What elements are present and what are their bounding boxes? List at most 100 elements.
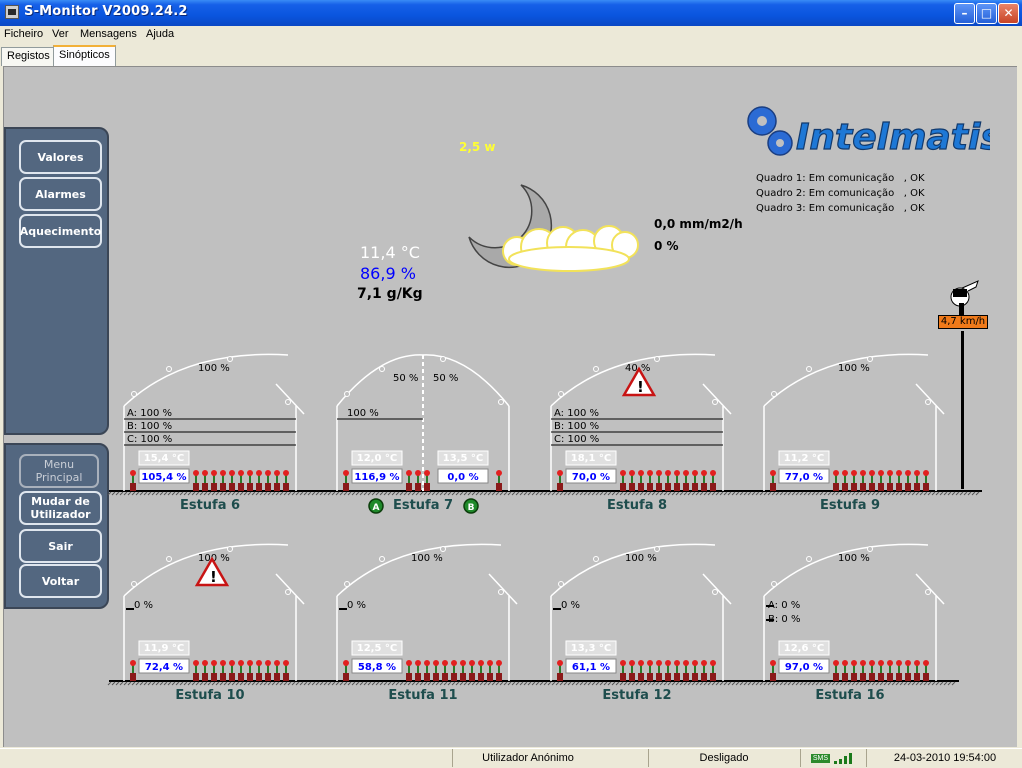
greenhouse-estufa-11[interactable]: 100 %0 %12,5 °C58,8 %Estufa 11: [336, 543, 518, 703]
ground-hatch: [271, 491, 276, 496]
roof-vent-flap: [702, 383, 732, 415]
ground-hatch: [371, 681, 376, 686]
ground-hatch: [359, 491, 364, 496]
ground-hatch: [531, 491, 536, 496]
sector-marker[interactable]: [368, 498, 384, 514]
alarm-icon[interactable]: [194, 556, 230, 587]
mudar-utilizador-button[interactable]: Mudar de Utilizador: [19, 491, 102, 525]
plant-flower: [620, 470, 626, 476]
ground-hatch: [119, 491, 124, 496]
plant-pot: [557, 483, 563, 491]
ground-hatch: [487, 491, 492, 496]
greenhouse-estufa-10[interactable]: 100 %!0 %11,9 °C72,4 %Estufa 10: [123, 543, 305, 703]
plant-pot: [629, 673, 635, 681]
ground-hatch: [231, 491, 236, 496]
alarm-mark: !: [637, 378, 644, 396]
menu-ficheiro[interactable]: Ficheiro: [4, 28, 44, 40]
ground-hatch: [175, 681, 180, 686]
sair-button[interactable]: Sair: [19, 529, 102, 563]
ground-hatch: [975, 491, 980, 496]
ground-hatch: [331, 491, 336, 496]
plant-flower: [256, 660, 262, 666]
ground-hatch: [743, 491, 748, 496]
app-icon[interactable]: [5, 5, 19, 19]
ground-hatch: [811, 681, 816, 686]
ground-hatch: [555, 681, 560, 686]
ground-hatch: [871, 681, 876, 686]
alarm-icon[interactable]: [621, 366, 657, 397]
menu-principal-button[interactable]: Menu Principal: [19, 454, 99, 488]
plant-flower: [710, 660, 716, 666]
tab-registos[interactable]: Registos: [1, 47, 56, 66]
voltar-button[interactable]: Voltar: [19, 564, 102, 598]
vent-opening-left: 50 %: [393, 373, 418, 384]
plant-pot: [211, 673, 217, 681]
plant-pot: [283, 673, 289, 681]
menu-ver[interactable]: Ver: [52, 28, 69, 40]
screen-level: 100 %: [347, 408, 379, 419]
plant-flower: [274, 470, 280, 476]
plant-pot: [496, 673, 502, 681]
ground-hatch: [963, 491, 968, 496]
ground-hatch: [407, 681, 412, 686]
ground-hatch: [267, 681, 272, 686]
ground-hatch: [247, 491, 252, 496]
temperature-box: [565, 640, 617, 656]
ground-hatch: [151, 491, 156, 496]
ground-hatch: [163, 681, 168, 686]
menu-mensagens[interactable]: Mensagens: [80, 28, 137, 40]
greenhouse-estufa-9[interactable]: 100 %11,2 °C77,0 %Estufa 9: [763, 353, 945, 513]
ground-hatch: [391, 681, 396, 686]
ground-hatch: [395, 491, 400, 496]
ground-hatch: [603, 681, 608, 686]
ground-hatch: [639, 681, 644, 686]
ground-hatch: [139, 681, 144, 686]
roof-node: [593, 556, 599, 562]
ground-hatch: [127, 681, 132, 686]
plant-pot: [629, 483, 635, 491]
plant-pot: [914, 483, 920, 491]
greenhouse-estufa-6[interactable]: 100 %A: 100 %B: 100 %C: 100 %15,4 °C105,…: [123, 353, 305, 513]
aquecimento-button[interactable]: Aquecimento: [19, 214, 102, 248]
ground-hatch: [563, 681, 568, 686]
valores-button[interactable]: Valores: [19, 140, 102, 174]
ground-hatch: [899, 491, 904, 496]
ground-hatch: [971, 491, 976, 496]
greenhouse-estufa-16[interactable]: 100 %A: 0 %B: 0 %12,6 °C97,0 %Estufa 16: [763, 543, 945, 703]
ground-hatch: [563, 491, 568, 496]
plant-flower: [274, 660, 280, 666]
plant-flower: [283, 660, 289, 666]
ground-hatch: [127, 491, 132, 496]
ground-hatch: [747, 491, 752, 496]
ground-hatch: [731, 491, 736, 496]
tab-sinopticos[interactable]: Sinópticos: [53, 45, 116, 68]
plant-pot: [220, 673, 226, 681]
alarmes-button[interactable]: Alarmes: [19, 177, 102, 211]
ground-hatch: [439, 491, 444, 496]
plant-flower: [665, 470, 671, 476]
menu-ajuda[interactable]: Ajuda: [146, 28, 175, 40]
ground-hatch: [119, 681, 124, 686]
ground-hatch: [911, 681, 916, 686]
ground-hatch: [159, 681, 164, 686]
ground-hatch: [735, 491, 740, 496]
ground-hatch: [887, 681, 892, 686]
plant-flower: [406, 660, 412, 666]
roof-node: [925, 399, 931, 405]
plant-pot: [283, 483, 289, 491]
plant-flower: [638, 660, 644, 666]
close-button[interactable]: ✕: [998, 3, 1019, 24]
sector-marker[interactable]: [463, 498, 479, 514]
ground-hatch: [331, 681, 336, 686]
minimize-button[interactable]: –: [954, 3, 975, 24]
humidity-box: [351, 468, 403, 484]
greenhouse-estufa-8[interactable]: 40 %!A: 100 %B: 100 %C: 100 %18,1 °C70,0…: [550, 353, 732, 513]
ground-hatch: [571, 491, 576, 496]
maximize-button[interactable]: □: [976, 3, 997, 24]
ground-hatch: [335, 491, 340, 496]
ground-hatch: [355, 491, 360, 496]
plant-flower: [896, 470, 902, 476]
ground-hatch: [231, 681, 236, 686]
greenhouse-estufa-12[interactable]: 100 %0 %13,3 °C61,1 %Estufa 12: [550, 543, 732, 703]
